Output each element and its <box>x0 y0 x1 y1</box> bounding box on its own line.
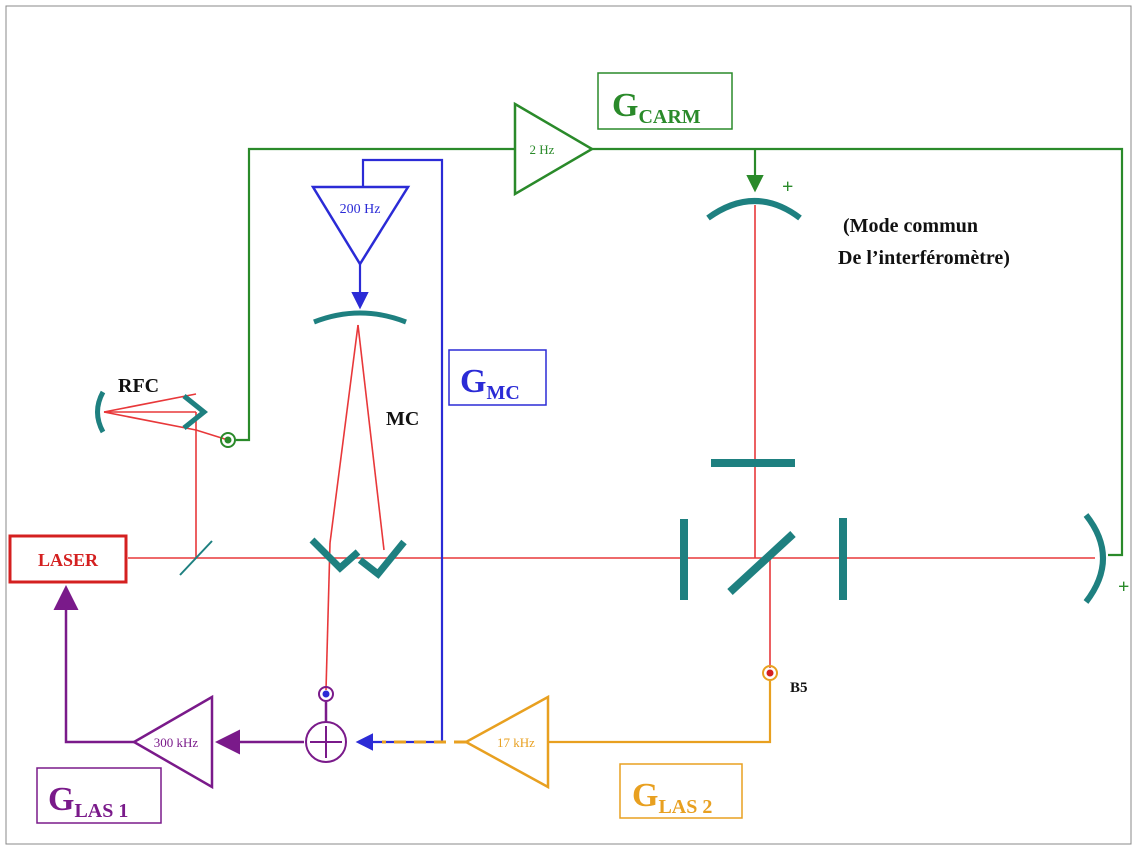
rfc-input-mirror-icon <box>95 390 106 434</box>
mc-amplifier-icon: 200 Hz <box>310 185 411 267</box>
mc-output-mirror-icon <box>357 539 407 579</box>
summing-junction-icon <box>305 721 347 763</box>
g-las1-main: G <box>48 781 74 818</box>
mc-input-mirror-icon <box>309 537 361 573</box>
b5-label: B5 <box>790 680 808 696</box>
carm-loop <box>236 147 1124 557</box>
mc-label: MC <box>386 408 419 430</box>
g-las2-box: GLAS 2 <box>619 763 743 819</box>
g-las2-sub: LAS 2 <box>658 796 712 818</box>
rfc-photodiode-icon <box>220 432 236 448</box>
g-las1-box: GLAS 1 <box>36 767 162 824</box>
mc-end-mirror-icon <box>313 310 407 325</box>
g-carm-sub: CARM <box>638 106 700 128</box>
mc-amplifier-label: 200 Hz <box>340 202 381 217</box>
las1-amplifier-icon: 300 kHz <box>131 694 214 790</box>
laser-label: LASER <box>38 550 99 570</box>
svg-text:GCARM: GCARM <box>612 87 701 128</box>
laser-source: LASER <box>8 534 128 584</box>
beam-splitter-icon <box>727 531 796 595</box>
plus-top-label: + <box>782 176 793 198</box>
west-end-mirror-icon <box>1083 513 1106 604</box>
las1-loop <box>53 585 328 755</box>
carm-amplifier-label: 2 Hz <box>530 142 555 157</box>
g-carm-main: G <box>612 87 638 124</box>
mode-cleaner: MC <box>309 310 419 579</box>
interferometer: + + <box>680 176 1129 604</box>
las1-amplifier-label: 300 kHz <box>154 735 199 750</box>
laser-beam-paths <box>103 205 1095 691</box>
carm-amplifier-icon: 2 Hz <box>513 101 595 197</box>
rfc-pickoff-icon <box>179 540 213 576</box>
g-las2-main: G <box>632 777 658 814</box>
mode-commun-line1: (Mode commun <box>843 215 978 237</box>
svg-text:GLAS 1: GLAS 1 <box>48 781 128 822</box>
g-las1-sub: LAS 1 <box>74 800 128 822</box>
g-mc-main: G <box>460 363 486 400</box>
g-carm-box: GCARM <box>597 72 733 130</box>
g-mc-box: GMC <box>448 349 547 406</box>
rfc-fold-mirror-icon <box>182 394 209 430</box>
las2-amplifier-icon: 17 kHz <box>463 694 550 790</box>
las2-loop <box>382 681 772 744</box>
b5-photodiode-icon <box>762 665 778 681</box>
mc-photodiode-icon <box>318 686 334 702</box>
rfc-cavity: RFC <box>95 375 213 576</box>
svg-text:GLAS 2: GLAS 2 <box>632 777 712 818</box>
las2-amplifier-label: 17 kHz <box>497 735 535 750</box>
north-end-mirror-icon <box>706 198 802 221</box>
rfc-label: RFC <box>118 375 159 397</box>
mode-commun-line2: De l’interféromètre) <box>838 247 1010 269</box>
frame-border <box>5 5 1132 845</box>
plus-right-label: + <box>1118 576 1129 598</box>
svg-text:GMC: GMC <box>460 363 520 404</box>
g-mc-sub: MC <box>486 382 519 404</box>
